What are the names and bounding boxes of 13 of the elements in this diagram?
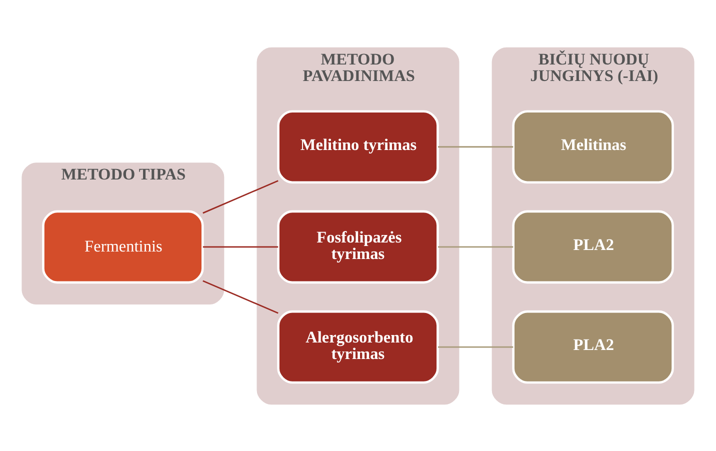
connector: [202, 280, 278, 314]
node-box: PLA2: [512, 210, 674, 284]
node-box: Fosfolipazės tyrimas: [277, 210, 439, 284]
connector: [438, 246, 514, 248]
node-box: Alergosorbento tyrimas: [277, 310, 439, 384]
connector: [202, 246, 278, 248]
connector: [438, 146, 514, 148]
node-box: Melitinas: [512, 110, 674, 184]
connector: [202, 180, 278, 214]
node-box: Fermentinis: [42, 210, 204, 284]
node-box: Melitino tyrimas: [277, 110, 439, 184]
connector: [438, 346, 514, 348]
node-box: PLA2: [512, 310, 674, 384]
